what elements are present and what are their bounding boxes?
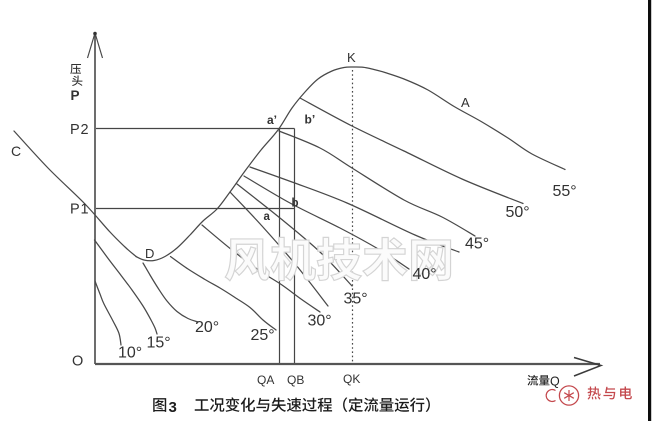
svg-text:20°: 20°: [195, 319, 219, 336]
svg-text:10°: 10°: [118, 345, 142, 362]
svg-text:P2: P2: [70, 122, 89, 138]
svg-text:25°: 25°: [251, 327, 275, 344]
svg-text:40°: 40°: [413, 266, 437, 283]
svg-text:55°: 55°: [553, 183, 577, 200]
svg-text:A: A: [461, 95, 470, 110]
svg-text:a: a: [264, 211, 271, 223]
svg-text:QK: QK: [343, 372, 360, 386]
svg-text:D: D: [145, 246, 154, 261]
svg-text:Q: Q: [550, 375, 560, 389]
svg-text:P1: P1: [70, 202, 89, 218]
svg-text:K: K: [347, 50, 356, 65]
svg-text:3: 3: [169, 399, 177, 416]
svg-text:C: C: [11, 143, 21, 159]
svg-text:O: O: [72, 354, 83, 370]
svg-text:35°: 35°: [344, 291, 368, 308]
svg-text:P: P: [71, 88, 80, 103]
svg-text:QB: QB: [287, 373, 304, 387]
svg-text:30°: 30°: [308, 313, 332, 330]
svg-text:15°: 15°: [147, 335, 171, 352]
svg-text:a’: a’: [267, 113, 277, 127]
svg-text:45°: 45°: [465, 236, 489, 253]
svg-text:QA: QA: [257, 373, 274, 387]
svg-text:b’: b’: [305, 113, 316, 127]
svg-text:50°: 50°: [506, 204, 530, 221]
svg-text:b: b: [292, 198, 299, 210]
